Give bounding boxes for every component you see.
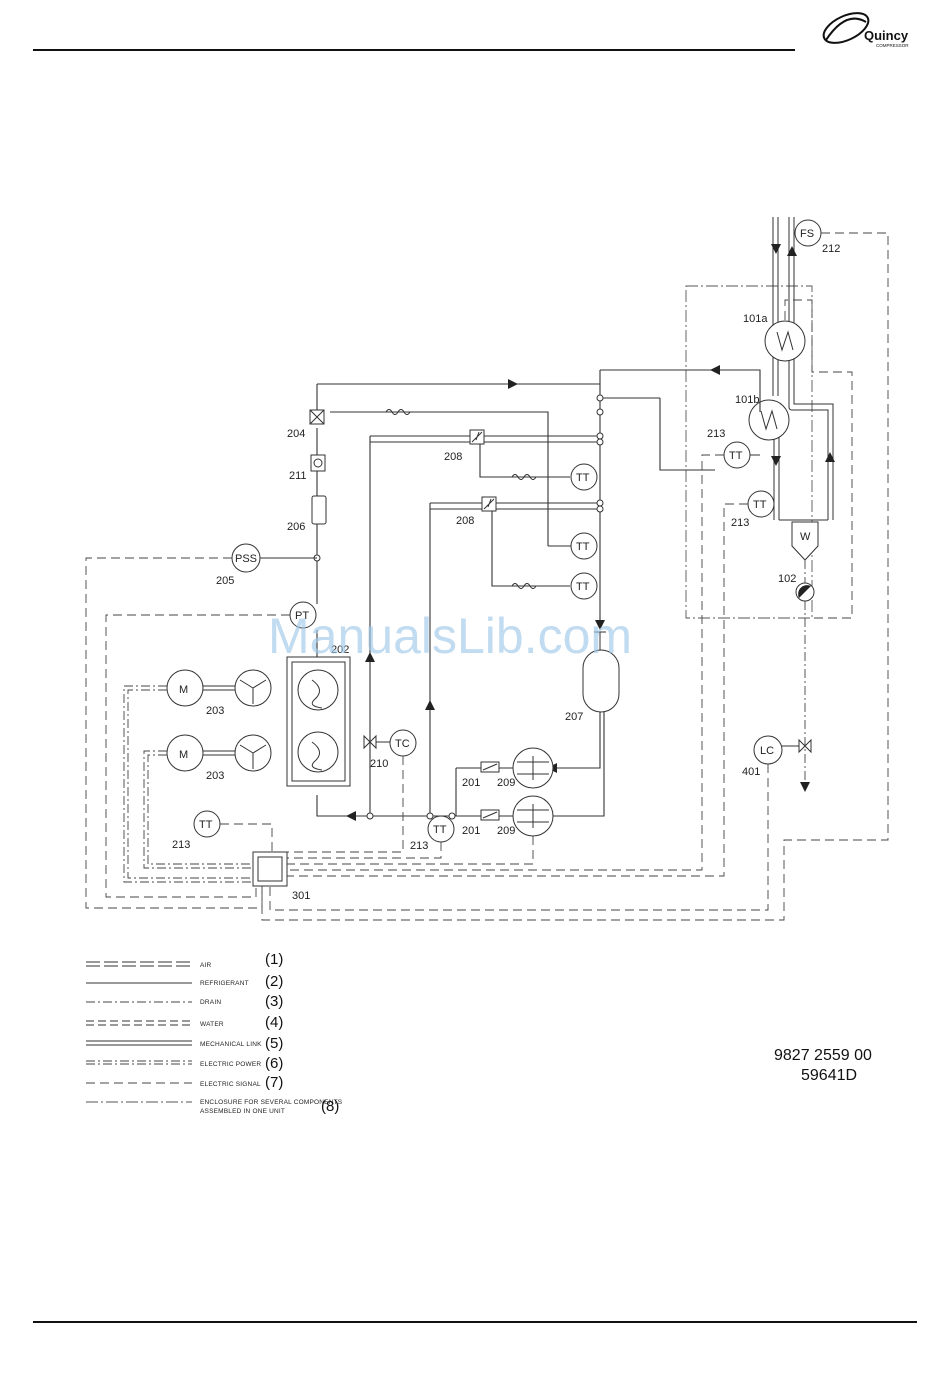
tt-sensor-3 xyxy=(570,572,598,600)
tt-label-213a: TT xyxy=(729,450,743,462)
svg-text:WATER: WATER xyxy=(200,1021,224,1028)
receiver-207 xyxy=(582,649,620,713)
electric-signal-lines xyxy=(85,232,889,921)
svg-text:ELECTRIC SIGNAL: ELECTRIC SIGNAL xyxy=(200,1081,261,1088)
svg-text:(3): (3) xyxy=(265,993,283,1010)
label-211: 211 xyxy=(289,470,307,482)
motor-label-2: M xyxy=(179,749,188,761)
svg-text:(6): (6) xyxy=(265,1055,283,1072)
label-209a: 209 xyxy=(497,777,515,789)
label-207: 207 xyxy=(565,711,583,723)
legend-item-air: AIR (1) xyxy=(86,951,283,969)
label-205: 205 xyxy=(216,575,234,587)
condenser-fan-coil-2 xyxy=(297,731,339,773)
legend-item-refrigerant: REFRIGERANT (2) xyxy=(86,973,283,990)
capillary-coils xyxy=(385,409,537,589)
label-101a: 101a xyxy=(743,313,768,325)
svg-text:(1): (1) xyxy=(265,951,283,968)
legend-item-water: WATER (4) xyxy=(86,1014,283,1031)
control-unit-301 xyxy=(252,851,288,887)
svg-text:ENCLOSURE FOR SEVERAL COMPONEN: ENCLOSURE FOR SEVERAL COMPONENTS xyxy=(200,1099,343,1106)
document-number: 9827 2559 00 xyxy=(774,1047,872,1064)
legend: AIR (1) REFRIGERANT (2) DRAIN (3) WATER … xyxy=(86,951,343,1115)
fan-blades-icon-1 xyxy=(239,679,267,704)
logo-subtext: COMPRESSOR xyxy=(876,43,909,48)
label-202: 202 xyxy=(331,644,349,656)
svg-text:REFRIGERANT: REFRIGERANT xyxy=(200,980,249,987)
legend-item-drain: DRAIN (3) xyxy=(86,993,283,1010)
filter-206 xyxy=(311,495,327,525)
quincy-logo: Quincy COMPRESSOR xyxy=(822,12,909,48)
label-203a: 203 xyxy=(206,705,224,717)
svg-text:(5): (5) xyxy=(265,1035,283,1052)
svg-text:(7): (7) xyxy=(265,1074,283,1091)
svg-text:(4): (4) xyxy=(265,1014,283,1031)
label-213c: 213 xyxy=(410,840,428,852)
legend-item-mechanical-link: MECHANICAL LINK (5) xyxy=(86,1035,283,1052)
label-201b: 201 xyxy=(462,825,480,837)
svg-text:(2): (2) xyxy=(265,973,283,990)
tt-sensor-1 xyxy=(570,463,598,491)
legend-item-electric-power: ELECTRIC POWER (6) xyxy=(86,1055,283,1072)
label-101b: 101b xyxy=(735,394,759,406)
label-204: 204 xyxy=(287,428,305,440)
legend-item-enclosure: ENCLOSURE FOR SEVERAL COMPONENTS ASSEMBL… xyxy=(86,1098,343,1115)
fan-motor-1 xyxy=(166,669,204,707)
label-213a: 213 xyxy=(707,428,725,440)
tt-label-213c: TT xyxy=(433,824,447,836)
watermark: ManualsLib.com xyxy=(268,608,632,664)
legend-item-electric-signal: ELECTRIC SIGNAL (7) xyxy=(86,1074,283,1091)
svg-text:ELECTRIC POWER: ELECTRIC POWER xyxy=(200,1061,261,1068)
enclosure-heat-exchanger xyxy=(685,285,813,619)
label-209b: 209 xyxy=(497,825,515,837)
pss-label: PSS xyxy=(235,553,257,565)
svg-text:DRAIN: DRAIN xyxy=(200,999,221,1006)
svg-text:MECHANICAL LINK: MECHANICAL LINK xyxy=(200,1041,262,1048)
logo-text: Quincy xyxy=(864,28,909,43)
label-210: 210 xyxy=(370,758,388,770)
label-208a: 208 xyxy=(444,451,462,463)
label-206: 206 xyxy=(287,521,305,533)
label-401: 401 xyxy=(742,766,760,778)
fan-blades-icon-2 xyxy=(239,744,267,769)
condenser-fan-coil-1 xyxy=(297,669,339,711)
label-301: 301 xyxy=(292,890,310,902)
valve-210 xyxy=(363,734,377,750)
electric-power-lines xyxy=(123,685,253,883)
label-212: 212 xyxy=(822,243,840,255)
fan-motor-2 xyxy=(166,734,204,772)
air-lines xyxy=(771,217,835,521)
water-separator-label: W xyxy=(800,531,811,543)
svg-text:(8): (8) xyxy=(321,1098,339,1115)
label-213b: 213 xyxy=(731,517,749,529)
drain-valve xyxy=(798,738,812,754)
label-203b: 203 xyxy=(206,770,224,782)
motor-label-1: M xyxy=(179,684,188,696)
pt-label: PT xyxy=(295,610,309,622)
label-201a: 201 xyxy=(462,777,480,789)
label-213d: 213 xyxy=(172,839,190,851)
tt-label-213b: TT xyxy=(753,499,767,511)
tt-label-2: TT xyxy=(576,541,590,553)
tt-label-3: TT xyxy=(576,581,590,593)
water-separator xyxy=(791,521,819,561)
label-208b: 208 xyxy=(456,515,474,527)
svg-text:AIR: AIR xyxy=(200,962,212,969)
document-code: 59641D xyxy=(801,1067,857,1084)
refrigerant-circuit xyxy=(313,365,761,821)
tc-label: TC xyxy=(395,738,410,750)
tt-label-213d: TT xyxy=(199,819,213,831)
lc-label: LC xyxy=(760,745,774,757)
label-102: 102 xyxy=(778,573,796,585)
svg-text:ASSEMBLED IN ONE UNIT: ASSEMBLED IN ONE UNIT xyxy=(200,1108,285,1115)
tt-label-1: TT xyxy=(576,472,590,484)
fs-label: FS xyxy=(800,228,814,240)
